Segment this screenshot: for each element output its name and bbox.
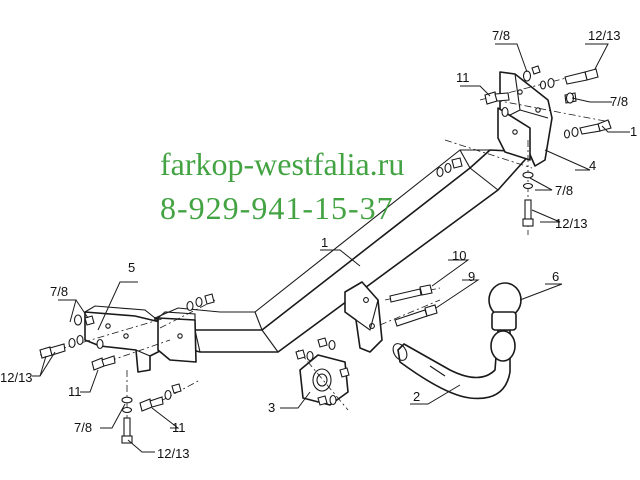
fasteners-beam-left [186,293,215,312]
callout-bolt-top-left: 11 [456,70,470,85]
tow-ball [488,282,522,362]
callout-part-3: 3 [268,400,275,415]
fasteners-left-vertical [121,396,133,444]
axis-socket [297,349,349,411]
callout-bolt-left-right: 11 [172,420,186,435]
callout-bolt-left-bottom: 12/13 [157,446,190,461]
callout-bolt-left-mid: 11 [68,384,82,399]
watermark-phone: 8-929-941-15-37 [160,190,394,226]
fasteners-socket [295,337,350,406]
fasteners-center [389,157,463,327]
callout-part-4: 4 [589,158,596,173]
ball-neck [392,329,511,400]
fasteners-right-top [522,65,599,90]
fasteners-right-upper-side [563,92,612,139]
callout-bolt-top-right: 12/13 [588,28,621,43]
callout-part-6: 6 [552,269,559,284]
right-bracket [497,71,553,167]
callout-bolt-left: 12/13 [0,370,33,385]
axis-left-lower [94,339,171,367]
callout-part-5: 5 [128,260,135,275]
callout-part-9: 9 [468,269,475,284]
callout-washer-left-bottom: 7/8 [74,420,92,435]
fasteners-left-right [139,383,182,412]
callout-washer-top-right: 7/8 [610,94,628,109]
ball-mount-plate [344,281,383,353]
callout-bolt-right-edge: 1 [630,124,637,139]
left-bracket [84,305,197,373]
callout-part-1: 1 [321,235,328,250]
callout-part-10: 10 [452,248,466,263]
fasteners-left-mid [91,338,116,371]
leader-lines [32,43,630,453]
socket-plate [299,354,349,406]
axis-right-top [444,139,533,169]
callout-labels: 1 2 3 4 5 6 9 10 7/8 12/13 11 7/8 1 7/8 … [0,28,637,461]
axis-right-upper [494,99,611,123]
fasteners-right-bolt-11 [484,91,510,118]
watermark-site: farkop-westfalia.ru [160,146,405,182]
callout-bolt-right-mid: 12/13 [555,216,588,231]
callout-part-2: 2 [413,389,420,404]
fasteners-right-vertical [522,171,534,227]
callout-washer-right-mid: 7/8 [555,183,573,198]
callout-washer-top-left: 7/8 [492,28,510,43]
axis-left-beam [159,299,216,329]
callout-washer-left-top: 7/8 [50,284,68,299]
fasteners-left-upper [39,314,95,359]
axis-left-right [147,379,201,409]
axis-center-9 [379,299,441,326]
